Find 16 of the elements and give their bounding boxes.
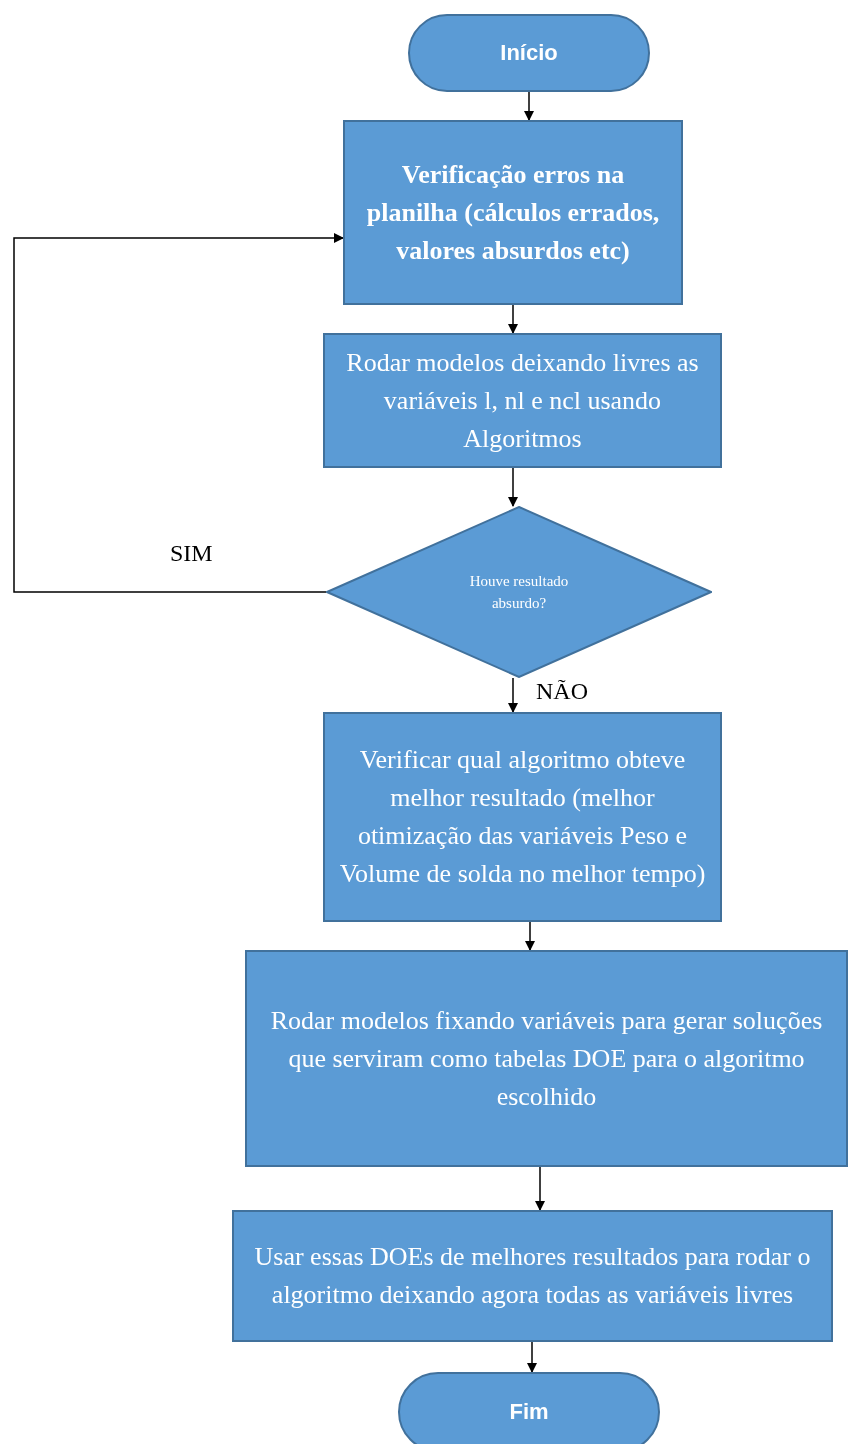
- process-box: Verificar qual algoritmo obteve melhor resultado (melhor otimização das variáveis Peso e Volume de solda no melhor tempo): [323, 712, 722, 922]
- terminal-pill: Início: [408, 14, 650, 92]
- process-box: Verificação erros na planilha (cálculos errados, valores absurdos etc): [343, 120, 683, 305]
- terminal-pill: Fim: [398, 1372, 660, 1444]
- arrow: [527, 1341, 537, 1373]
- arrow: [524, 91, 534, 121]
- process-box: Rodar modelos fixando variáveis para gerar soluções que serviram como tabelas DOE para o algoritmo escolhido: [245, 950, 848, 1167]
- arrow: [535, 1166, 545, 1211]
- decision-text: Houve resultado absurdo?: [468, 572, 570, 613]
- arrow: [508, 304, 518, 334]
- arrow: [525, 921, 535, 951]
- arrow: [13, 233, 344, 593]
- process-box: Usar essas DOEs de melhores resultados para rodar o algoritmo deixando agora todas as variáveis livres: [232, 1210, 833, 1342]
- arrow: [508, 467, 518, 507]
- arrow: [508, 677, 518, 713]
- process-box: Rodar modelos deixando livres as variáveis l, nl e ncl usando Algoritmos: [323, 333, 722, 468]
